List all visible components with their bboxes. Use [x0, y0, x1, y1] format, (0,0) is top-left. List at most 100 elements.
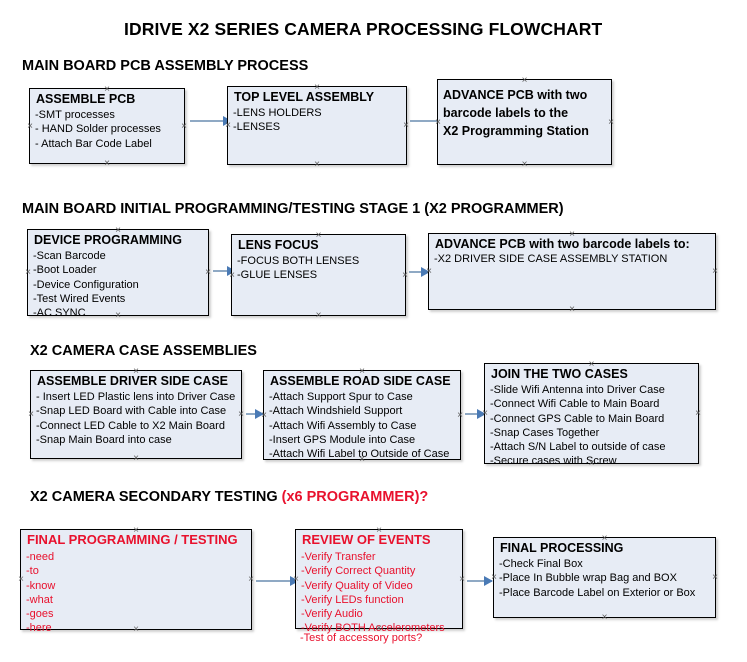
- connector-assemble-pcb-to-top-level: [190, 116, 232, 126]
- resize-handle-bottom[interactable]: [520, 160, 529, 169]
- node-line: -Place In Bubble wrap Bag and BOX: [499, 572, 677, 585]
- page-title: IDRIVE X2 SERIES CAMERA PROCESSING FLOWC…: [124, 19, 603, 39]
- resize-handle-bottom[interactable]: [568, 305, 577, 314]
- node-review-of-events[interactable]: REVIEW OF EVENTS -Verify Transfer -Verif…: [295, 529, 463, 634]
- section-heading-accent: (x6 PROGRAMMER)?: [281, 489, 429, 505]
- resize-handle-left[interactable]: [17, 575, 26, 584]
- section-heading-text: MAIN BOARD PCB ASSEMBLY PROCESS: [22, 58, 309, 74]
- node-line: -Verify Audio: [301, 608, 363, 621]
- node-title: JOIN THE TWO CASES: [491, 367, 628, 381]
- node-line: -Snap Cases Together: [490, 426, 600, 439]
- node-body: -Scan Barcode -Boot Loader -Device Confi…: [33, 249, 206, 320]
- node-line: -Snap LED Board with Cable into Case: [36, 405, 227, 418]
- resize-handle-bottom[interactable]: [132, 454, 141, 463]
- node-line: -FOCUS BOTH LENSES: [237, 255, 360, 267]
- node-body: ADVANCE PCB with two barcode labels to t…: [443, 86, 609, 140]
- node-line: -need: [26, 551, 55, 563]
- node-line: barcode labels to the: [443, 106, 569, 120]
- node-title: FINAL PROGRAMMING / TESTING: [27, 532, 238, 547]
- node-title: REVIEW OF EVENTS: [302, 532, 431, 547]
- node-line: -Connect Wifi Cable to Main Board: [490, 398, 660, 411]
- node-line: -Snap Main Board into case: [36, 433, 172, 446]
- node-line: -Scan Barcode: [33, 250, 106, 262]
- node-line: -SMT processes: [35, 109, 115, 121]
- node-line: -to: [26, 565, 39, 578]
- node-line: -Secure cases with Screw: [490, 455, 617, 468]
- node-line: -Place Barcode Label on Exterior or Box: [499, 586, 696, 599]
- node-line: -Device Configuration: [33, 278, 139, 291]
- node-line: -X2 DRIVER SIDE CASE ASSEMBLY STATION: [434, 253, 668, 265]
- node-line: -know: [26, 579, 56, 592]
- node-final-programming-testing[interactable]: FINAL PROGRAMMING / TESTING -need -to -k…: [17, 529, 252, 634]
- node-title: ASSEMBLE DRIVER SIDE CASE: [37, 374, 229, 388]
- section-heading-text: X2 CAMERA SECONDARY TESTING: [30, 489, 282, 505]
- node-final-processing[interactable]: FINAL PROCESSING -Check Final Box -Place…: [493, 537, 716, 618]
- node-line: -Verify Quality of Video: [301, 579, 413, 592]
- section-heading-x2-camera-secondary-testing: X2 CAMERA SECONDARY TESTING (x6 PROGRAMM…: [30, 489, 428, 505]
- node-body: -need -to -know -what -goes -here: [26, 550, 249, 636]
- node-line: -LENS HOLDERS: [233, 107, 322, 119]
- node-line: -Connect LED Cable to X2 Main Board: [36, 419, 225, 432]
- node-title: ADVANCE PCB with two: [443, 88, 588, 102]
- connector-review-to-final-processing: [467, 576, 493, 586]
- node-line: -AC SYNC: [33, 307, 86, 320]
- section-heading-x2-camera-case-assemblies: X2 CAMERA CASE ASSEMBLIES: [30, 343, 257, 359]
- resize-handle-right[interactable]: [711, 267, 720, 276]
- section-heading-text: X2 CAMERA CASE ASSEMBLIES: [30, 343, 257, 359]
- node-body: -Slide Wifi Antenna into Driver Case -Co…: [490, 383, 696, 469]
- connector-final-programming-to-review: [256, 576, 299, 586]
- node-line: -Attach Wifi Assembly to Case: [269, 419, 417, 432]
- node-title: FINAL PROCESSING: [500, 541, 624, 555]
- node-line: -Connect GPS Cable to Main Board: [490, 412, 665, 425]
- node-line: -GLUE LENSES: [237, 269, 318, 282]
- node-title: ASSEMBLE PCB: [36, 92, 136, 106]
- node-line: -Verify Correct Quantity: [301, 565, 416, 578]
- node-body: -X2 DRIVER SIDE CASE ASSEMBLY STATION: [434, 252, 713, 266]
- resize-handle-left[interactable]: [27, 410, 36, 419]
- node-body: -Verify Transfer -Verify Correct Quantit…: [301, 550, 460, 636]
- node-title: TOP LEVEL ASSEMBLY: [234, 90, 375, 104]
- resize-handle-left[interactable]: [24, 268, 33, 277]
- node-line: -Slide Wifi Antenna into Driver Case: [490, 384, 665, 396]
- resize-handle-bottom[interactable]: [313, 160, 322, 169]
- node-join-the-two-cases[interactable]: JOIN THE TWO CASES -Slide Wifi Antenna i…: [484, 363, 699, 467]
- node-title: ADVANCE PCB with two barcode labels to:: [435, 237, 690, 251]
- node-line: - HAND Solder processes: [35, 123, 161, 136]
- node-line: - Attach Bar Code Label: [35, 137, 152, 150]
- node-assemble-pcb[interactable]: ASSEMBLE PCB -SMT processes - HAND Solde…: [29, 88, 185, 164]
- node-line: -Verify LEDs function: [301, 593, 404, 606]
- resize-handle-left[interactable]: [434, 118, 443, 127]
- node-advance-pcb-driver-side-station[interactable]: ADVANCE PCB with two barcode labels to: …: [428, 233, 716, 310]
- node-lens-focus[interactable]: LENS FOCUS -FOCUS BOTH LENSES -GLUE LENS…: [231, 234, 406, 316]
- node-body: -FOCUS BOTH LENSES -GLUE LENSES: [237, 254, 403, 283]
- connector-lens-focus-to-advance-pcb: [409, 267, 430, 277]
- node-line: -goes: [26, 608, 54, 621]
- node-line: -here: [26, 622, 52, 635]
- section-heading-main-board-pcb-assembly: MAIN BOARD PCB ASSEMBLY PROCESS: [22, 58, 308, 74]
- node-title: LENS FOCUS: [238, 238, 319, 252]
- node-line: -Verify Transfer: [301, 551, 376, 563]
- resize-handle-top[interactable]: [520, 76, 529, 85]
- node-line-overflow: -Test of accessory ports?: [300, 632, 423, 644]
- resize-handle-bottom[interactable]: [103, 159, 112, 168]
- node-body: - Insert LED Plastic lens into Driver Ca…: [36, 390, 239, 447]
- node-top-level-assembly[interactable]: TOP LEVEL ASSEMBLY -LENS HOLDERS -LENSES: [227, 86, 407, 165]
- node-line: -Test Wired Events: [33, 292, 126, 305]
- node-line: -Attach Windshield Support: [269, 405, 403, 418]
- resize-handle-bottom[interactable]: [600, 613, 609, 622]
- node-line: X2 Programming Station: [443, 124, 589, 138]
- node-line: - Insert LED Plastic lens into Driver Ca…: [36, 391, 236, 403]
- node-assemble-driver-side-case[interactable]: ASSEMBLE DRIVER SIDE CASE - Insert LED P…: [30, 370, 242, 459]
- node-title: DEVICE PROGRAMMING: [34, 233, 182, 247]
- node-device-programming[interactable]: DEVICE PROGRAMMING -Scan Barcode -Boot L…: [24, 229, 209, 319]
- resize-handle-left[interactable]: [26, 122, 35, 131]
- connector-driver-side-to-road-side: [246, 409, 264, 419]
- node-line: -what: [26, 593, 53, 606]
- node-line: -Check Final Box: [499, 558, 583, 570]
- resize-handle-bottom[interactable]: [314, 311, 323, 320]
- node-advance-pcb-programming-station[interactable]: ADVANCE PCB with two barcode labels to t…: [437, 79, 612, 165]
- node-assemble-road-side-case[interactable]: ASSEMBLE ROAD SIDE CASE -Attach Support …: [263, 370, 461, 460]
- node-line: -Attach S/N Label to outside of case: [490, 441, 666, 454]
- node-line: -Attach Wifi Label to Outside of Case: [269, 448, 450, 461]
